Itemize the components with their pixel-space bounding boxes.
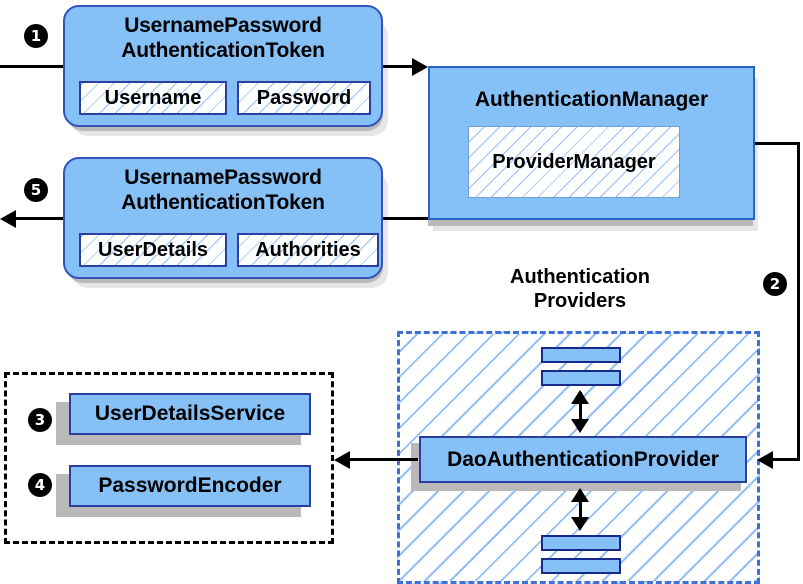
request-authentication-token-card: UsernamePassword AuthenticationToken Use… <box>63 5 383 127</box>
step-marker-2: 2 <box>763 272 787 296</box>
step-marker-3: 3 <box>28 408 52 432</box>
token-to-manager-arrow-icon <box>412 58 428 76</box>
manager-branch-vertical-line <box>797 142 800 460</box>
manager-to-token-line <box>383 217 430 220</box>
manager-to-provider-arrow-icon <box>757 451 773 469</box>
authentication-manager-card: AuthenticationManager ProviderManager <box>428 66 755 220</box>
username-field: Username <box>79 81 227 115</box>
authentication-manager-title: AuthenticationManager <box>474 88 709 111</box>
response-token-title-line1: UsernamePassword <box>124 166 322 189</box>
response-authentication-token-card: UsernamePassword AuthenticationToken Use… <box>63 157 383 279</box>
outgoing-response-arrow-icon <box>0 210 16 228</box>
authorities-field: Authorities <box>237 233 379 267</box>
provider-top-connector-line <box>579 392 582 430</box>
response-token-title-line2: AuthenticationToken <box>121 191 325 214</box>
dao-authentication-provider-card: DaoAuthenticationProvider <box>419 436 747 483</box>
request-token-title-line2: AuthenticationToken <box>121 39 325 62</box>
provider-manager-box: ProviderManager <box>468 126 680 198</box>
password-field: Password <box>237 81 371 115</box>
provider-bottom-arrow-down-icon <box>571 517 589 531</box>
manager-branch-bottom-line <box>770 458 800 461</box>
provider-stub-top-bar-1 <box>541 347 621 363</box>
user-details-field: UserDetails <box>79 233 227 267</box>
provider-bottom-arrow-up-icon <box>571 488 589 502</box>
outgoing-response-line <box>14 217 70 220</box>
authentication-providers-caption-line2: Providers <box>533 290 627 312</box>
provider-stub-top-bar-2 <box>541 370 621 386</box>
provider-top-arrow-down-icon <box>571 419 589 433</box>
token-to-manager-line <box>383 65 425 68</box>
authentication-providers-caption-line1: Authentication <box>510 266 650 288</box>
step-marker-5: 5 <box>24 178 48 202</box>
provider-top-arrow-up-icon <box>571 390 589 404</box>
password-encoder-card: PasswordEncoder <box>69 465 311 507</box>
provider-to-services-line <box>350 458 418 461</box>
provider-to-services-arrow-icon <box>334 451 350 469</box>
step-marker-4: 4 <box>28 473 52 497</box>
provider-stub-bottom-bar-2 <box>541 558 621 574</box>
request-token-title-line1: UsernamePassword <box>124 14 322 37</box>
provider-bottom-connector-line <box>579 490 582 528</box>
incoming-request-line <box>0 65 70 68</box>
user-details-service-card: UserDetailsService <box>69 393 311 435</box>
provider-stub-bottom-bar-1 <box>541 535 621 551</box>
step-marker-1: 1 <box>24 24 48 48</box>
manager-branch-top-line <box>755 142 800 145</box>
